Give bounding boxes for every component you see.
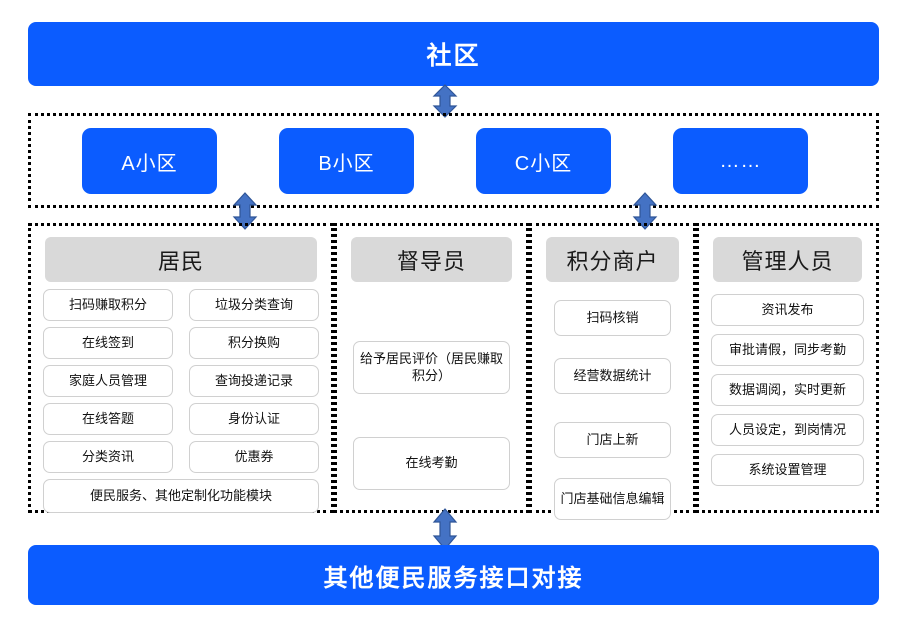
other-services-banner: 其他便民服务接口对接 [28, 545, 879, 605]
estate-label: A小区 [121, 152, 178, 175]
role-item[interactable]: 门店基础信息编辑 [554, 478, 671, 520]
role-item[interactable]: 优惠券 [189, 441, 319, 473]
double-arrow-vertical-icon [632, 192, 658, 230]
role-header-label: 积分商户 [566, 248, 659, 274]
role-header-label: 管理人员 [741, 248, 834, 274]
community-banner: 社区 [28, 22, 879, 86]
double-arrow-vertical-icon [432, 508, 458, 550]
role-items-residents: 扫码赚取积分 垃圾分类查询 在线签到 积分换购 家庭人员管理 查询投递记录 在线… [43, 289, 319, 513]
estates-group [28, 113, 879, 208]
roles-row: 居民 扫码赚取积分 垃圾分类查询 在线签到 积分换购 家庭人员管理 查询投递记录… [28, 223, 879, 520]
role-item[interactable]: 审批请假，同步考勤 [711, 334, 864, 366]
role-item[interactable]: 垃圾分类查询 [189, 289, 319, 321]
estate-chip-c[interactable]: C小区 [476, 128, 611, 194]
estate-label: C小区 [514, 152, 573, 175]
estate-label: B小区 [318, 152, 375, 175]
role-item[interactable]: 经营数据统计 [554, 358, 671, 394]
role-items-supervisors: 给予居民评价（居民赚取积分） 在线考勤 [349, 289, 514, 500]
role-column-supervisors: 督导员 给予居民评价（居民赚取积分） 在线考勤 [334, 223, 529, 513]
estate-chip-a[interactable]: A小区 [82, 128, 217, 194]
community-banner-label: 社区 [426, 42, 481, 70]
role-header-administrators: 管理人员 [713, 237, 862, 282]
role-item[interactable]: 在线签到 [43, 327, 173, 359]
role-item[interactable]: 扫码赚取积分 [43, 289, 173, 321]
double-arrow-vertical-icon [432, 84, 458, 118]
role-item[interactable]: 扫码核销 [554, 300, 671, 336]
role-header-label: 居民 [157, 248, 204, 274]
double-arrow-vertical-icon [232, 192, 258, 230]
role-item[interactable]: 系统设置管理 [711, 454, 864, 486]
role-column-residents: 居民 扫码赚取积分 垃圾分类查询 在线签到 积分换购 家庭人员管理 查询投递记录… [28, 223, 334, 513]
role-column-merchants: 积分商户 扫码核销 经营数据统计 门店上新 门店基础信息编辑 [529, 223, 696, 520]
role-header-residents: 居民 [45, 237, 317, 282]
role-item[interactable]: 资讯发布 [711, 294, 864, 326]
other-services-banner-label: 其他便民服务接口对接 [323, 564, 584, 592]
role-column-administrators: 管理人员 资讯发布 审批请假，同步考勤 数据调阅，实时更新 人员设定，到岗情况 … [696, 223, 879, 513]
estate-chip-b[interactable]: B小区 [279, 128, 414, 194]
role-items-merchants: 扫码核销 经营数据统计 门店上新 门店基础信息编辑 [544, 289, 681, 520]
role-item[interactable]: 身份认证 [189, 403, 319, 435]
role-items-administrators: 资讯发布 审批请假，同步考勤 数据调阅，实时更新 人员设定，到岗情况 系统设置管… [711, 289, 864, 500]
role-item[interactable]: 人员设定，到岗情况 [711, 414, 864, 446]
estate-chip-more[interactable]: …… [673, 128, 808, 194]
role-item-wide[interactable]: 便民服务、其他定制化功能模块 [43, 479, 319, 513]
role-item[interactable]: 数据调阅，实时更新 [711, 374, 864, 406]
estate-label: …… [719, 149, 762, 172]
role-header-label: 督导员 [396, 248, 466, 274]
role-item[interactable]: 分类资讯 [43, 441, 173, 473]
role-item[interactable]: 在线答题 [43, 403, 173, 435]
role-item[interactable]: 在线考勤 [353, 437, 510, 490]
role-header-supervisors: 督导员 [351, 237, 512, 282]
role-item[interactable]: 积分换购 [189, 327, 319, 359]
role-item[interactable]: 给予居民评价（居民赚取积分） [353, 341, 510, 394]
role-item[interactable]: 查询投递记录 [189, 365, 319, 397]
role-item[interactable]: 门店上新 [554, 422, 671, 458]
role-item[interactable]: 家庭人员管理 [43, 365, 173, 397]
role-header-merchants: 积分商户 [546, 237, 679, 282]
